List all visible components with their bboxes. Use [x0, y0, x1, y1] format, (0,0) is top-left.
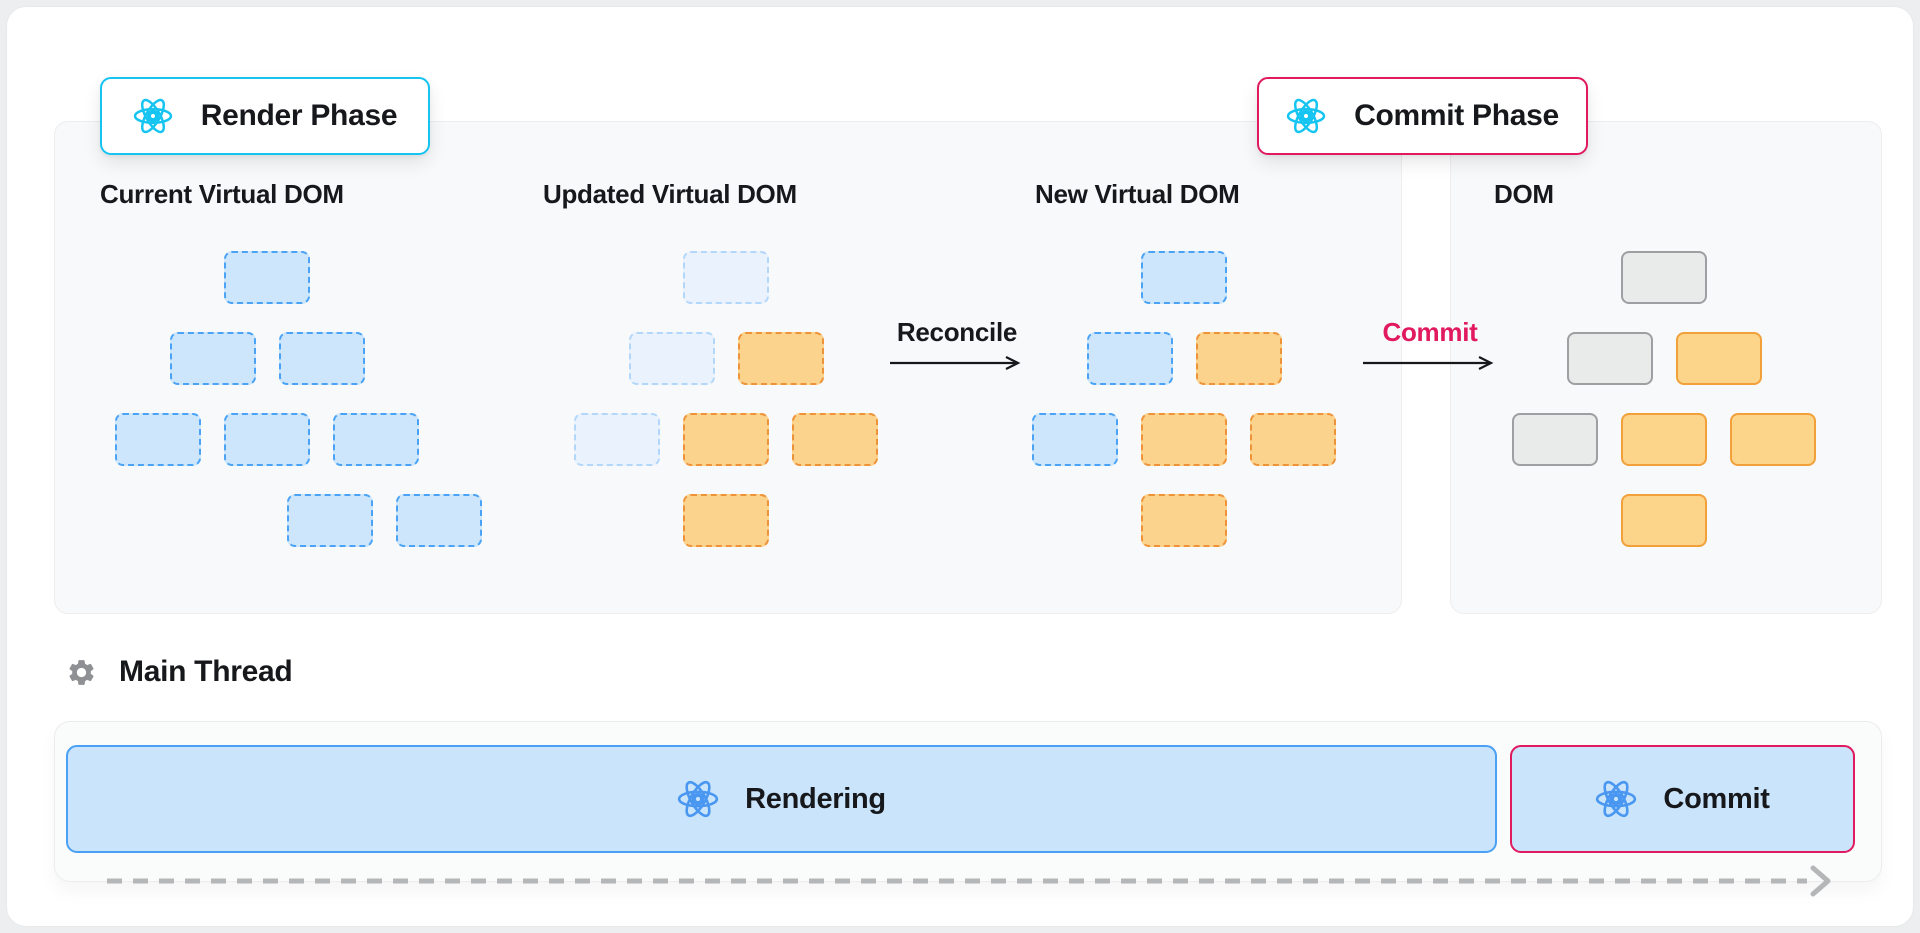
- react-icon: [1596, 780, 1637, 818]
- vdom-node-blue: [1032, 413, 1118, 466]
- tree-row: [516, 332, 936, 385]
- vdom-node-orange-solid: [1675, 332, 1762, 385]
- vdom-node-orange: [683, 494, 769, 547]
- right-arrow-icon: [890, 356, 1021, 370]
- rendering-bar: Rendering: [66, 745, 1497, 853]
- vdom-node-orange-solid: [1621, 494, 1707, 547]
- vdom-node-blue: [278, 332, 365, 385]
- tree-row: [974, 251, 1394, 304]
- render-phase-label: Render Phase: [200, 99, 398, 132]
- vdom-node-blue: [286, 494, 373, 547]
- reconcile-arrow: Reconcile: [889, 317, 1025, 371]
- tree-row: [57, 251, 477, 304]
- commit-bar: Commit: [1510, 745, 1855, 853]
- vdom-node-blue: [224, 413, 310, 466]
- main-thread-label: Main Thread: [119, 655, 293, 688]
- vdom-node-orange: [1250, 413, 1336, 466]
- vdom-node-orange: [792, 413, 878, 466]
- vdom-node-orange: [1141, 494, 1227, 547]
- react-icon: [1286, 98, 1326, 134]
- tree-row: [974, 494, 1394, 547]
- dom-tree: [1454, 251, 1874, 547]
- vdom-node-orange: [1141, 413, 1227, 466]
- vdom-node-orange: [683, 413, 769, 466]
- vdom-node-orange: [737, 332, 824, 385]
- vdom-node-gray: [1566, 332, 1653, 385]
- vdom-node-blue: [224, 251, 310, 304]
- vdom-node-blue: [333, 413, 419, 466]
- timeline-dashed-arrow: [107, 865, 1831, 897]
- react-icon: [677, 780, 719, 818]
- commit-arrow: Commit: [1362, 317, 1498, 371]
- updated-vdom-title: Updated Virtual DOM: [543, 179, 797, 209]
- vdom-node-faded: [628, 332, 715, 385]
- tree-row: [57, 413, 477, 466]
- vdom-node-blue: [169, 332, 256, 385]
- new-vdom-tree: [974, 251, 1394, 547]
- tree-row: [516, 413, 936, 466]
- main-thread-heading: Main Thread: [66, 655, 293, 689]
- react-icon: [133, 98, 173, 134]
- reconcile-label: Reconcile: [896, 317, 1018, 347]
- vdom-node-blue: [115, 413, 201, 466]
- render-phase-badge: Render Phase: [100, 77, 430, 155]
- vdom-node-blue: [1086, 332, 1173, 385]
- vdom-node-orange-solid: [1730, 413, 1816, 466]
- new-vdom-title: New Virtual DOM: [1035, 179, 1240, 209]
- vdom-node-gray: [1621, 251, 1707, 304]
- updated-vdom-tree: [516, 251, 936, 547]
- tree-row: [57, 332, 477, 385]
- commit-phase-label: Commit Phase: [1354, 99, 1559, 132]
- tree-row: [516, 494, 936, 547]
- right-arrow-icon: [1363, 356, 1494, 370]
- rendering-bar-label: Rendering: [745, 782, 886, 815]
- tree-row: [516, 251, 936, 304]
- commit-label: Commit: [1382, 317, 1478, 347]
- diagram-card: Render Phase Commit Phase Current Virtua…: [6, 6, 1914, 927]
- vdom-node-orange: [1195, 332, 1282, 385]
- vdom-node-faded: [574, 413, 660, 466]
- tree-row: [1454, 332, 1874, 385]
- vdom-node-orange-solid: [1621, 413, 1707, 466]
- commit-bar-label: Commit: [1663, 782, 1770, 815]
- tree-row: [1454, 413, 1874, 466]
- tree-row: [974, 413, 1394, 466]
- current-vdom-tree: [57, 251, 482, 547]
- tree-row: [174, 494, 594, 547]
- tree-row: [974, 332, 1394, 385]
- vdom-node-faded: [683, 251, 769, 304]
- tree-row: [1454, 251, 1874, 304]
- vdom-node-blue: [1141, 251, 1227, 304]
- dom-title: DOM: [1494, 179, 1554, 209]
- vdom-node-blue: [395, 494, 482, 547]
- tree-row: [1454, 494, 1874, 547]
- current-vdom-title: Current Virtual DOM: [100, 179, 344, 209]
- vdom-node-gray: [1512, 413, 1598, 466]
- commit-phase-badge: Commit Phase: [1257, 77, 1588, 155]
- gear-icon: [69, 659, 94, 685]
